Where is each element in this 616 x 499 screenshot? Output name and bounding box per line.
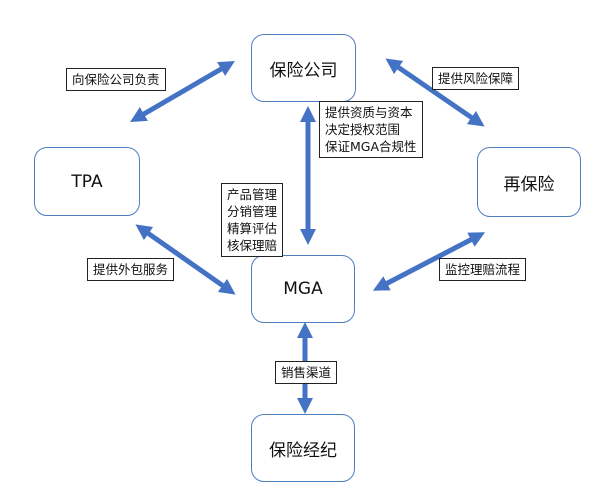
label-tpa-mga: 提供外包服务 — [87, 258, 175, 281]
label-mga-broker: 销售渠道 — [275, 361, 338, 384]
label-insurer-reinsurance: 提供风险保障 — [432, 67, 520, 90]
node-mga: MGA — [251, 255, 355, 323]
label-mga-insurer-line-3: 精算评估 — [227, 221, 278, 236]
arrow-insurer-reinsurance — [385, 58, 485, 127]
label-tpa-mga-text: 提供外包服务 — [93, 262, 169, 277]
node-broker-label: 保险经纪 — [269, 440, 337, 461]
node-reinsurance-label: 再保险 — [503, 174, 555, 195]
arrow-tpa-mga — [135, 224, 236, 295]
label-insurer-mga-line-1: 提供资质与资本 — [325, 105, 413, 120]
label-insurer-mga: 提供资质与资本 决定授权范围 保证MGA合规性 — [319, 101, 423, 158]
label-mga-insurer-line-1: 产品管理 — [227, 187, 278, 202]
node-tpa-label: TPA — [71, 171, 103, 192]
node-insurer: 保险公司 — [251, 34, 356, 102]
node-mga-label: MGA — [283, 279, 323, 299]
label-insurer-tpa: 向保险公司负责 — [66, 68, 166, 91]
label-insurer-tpa-text: 向保险公司负责 — [72, 72, 160, 87]
label-mga-insurer-line-2: 分销管理 — [227, 204, 278, 219]
node-tpa: TPA — [34, 147, 140, 216]
label-mga-broker-text: 销售渠道 — [281, 365, 332, 380]
label-insurer-reinsurance-text: 提供风险保障 — [438, 71, 514, 86]
label-insurer-mga-line-2: 决定授权范围 — [325, 122, 401, 137]
label-mga-insurer-line-4: 核保理赔 — [227, 238, 278, 253]
label-insurer-mga-line-3: 保证MGA合规性 — [325, 139, 417, 154]
label-mga-reinsurance-text: 监控理赔流程 — [445, 262, 521, 277]
node-broker: 保险经纪 — [251, 414, 355, 482]
node-insurer-label: 保险公司 — [269, 60, 338, 81]
label-mga-reinsurance: 监控理赔流程 — [439, 258, 527, 281]
label-mga-insurer: 产品管理 分销管理 精算评估 核保理赔 — [221, 183, 284, 257]
arrow-insurer-tpa — [130, 60, 235, 123]
node-reinsurance: 再保险 — [477, 147, 581, 217]
arrow-mga-reinsurance — [372, 232, 486, 291]
